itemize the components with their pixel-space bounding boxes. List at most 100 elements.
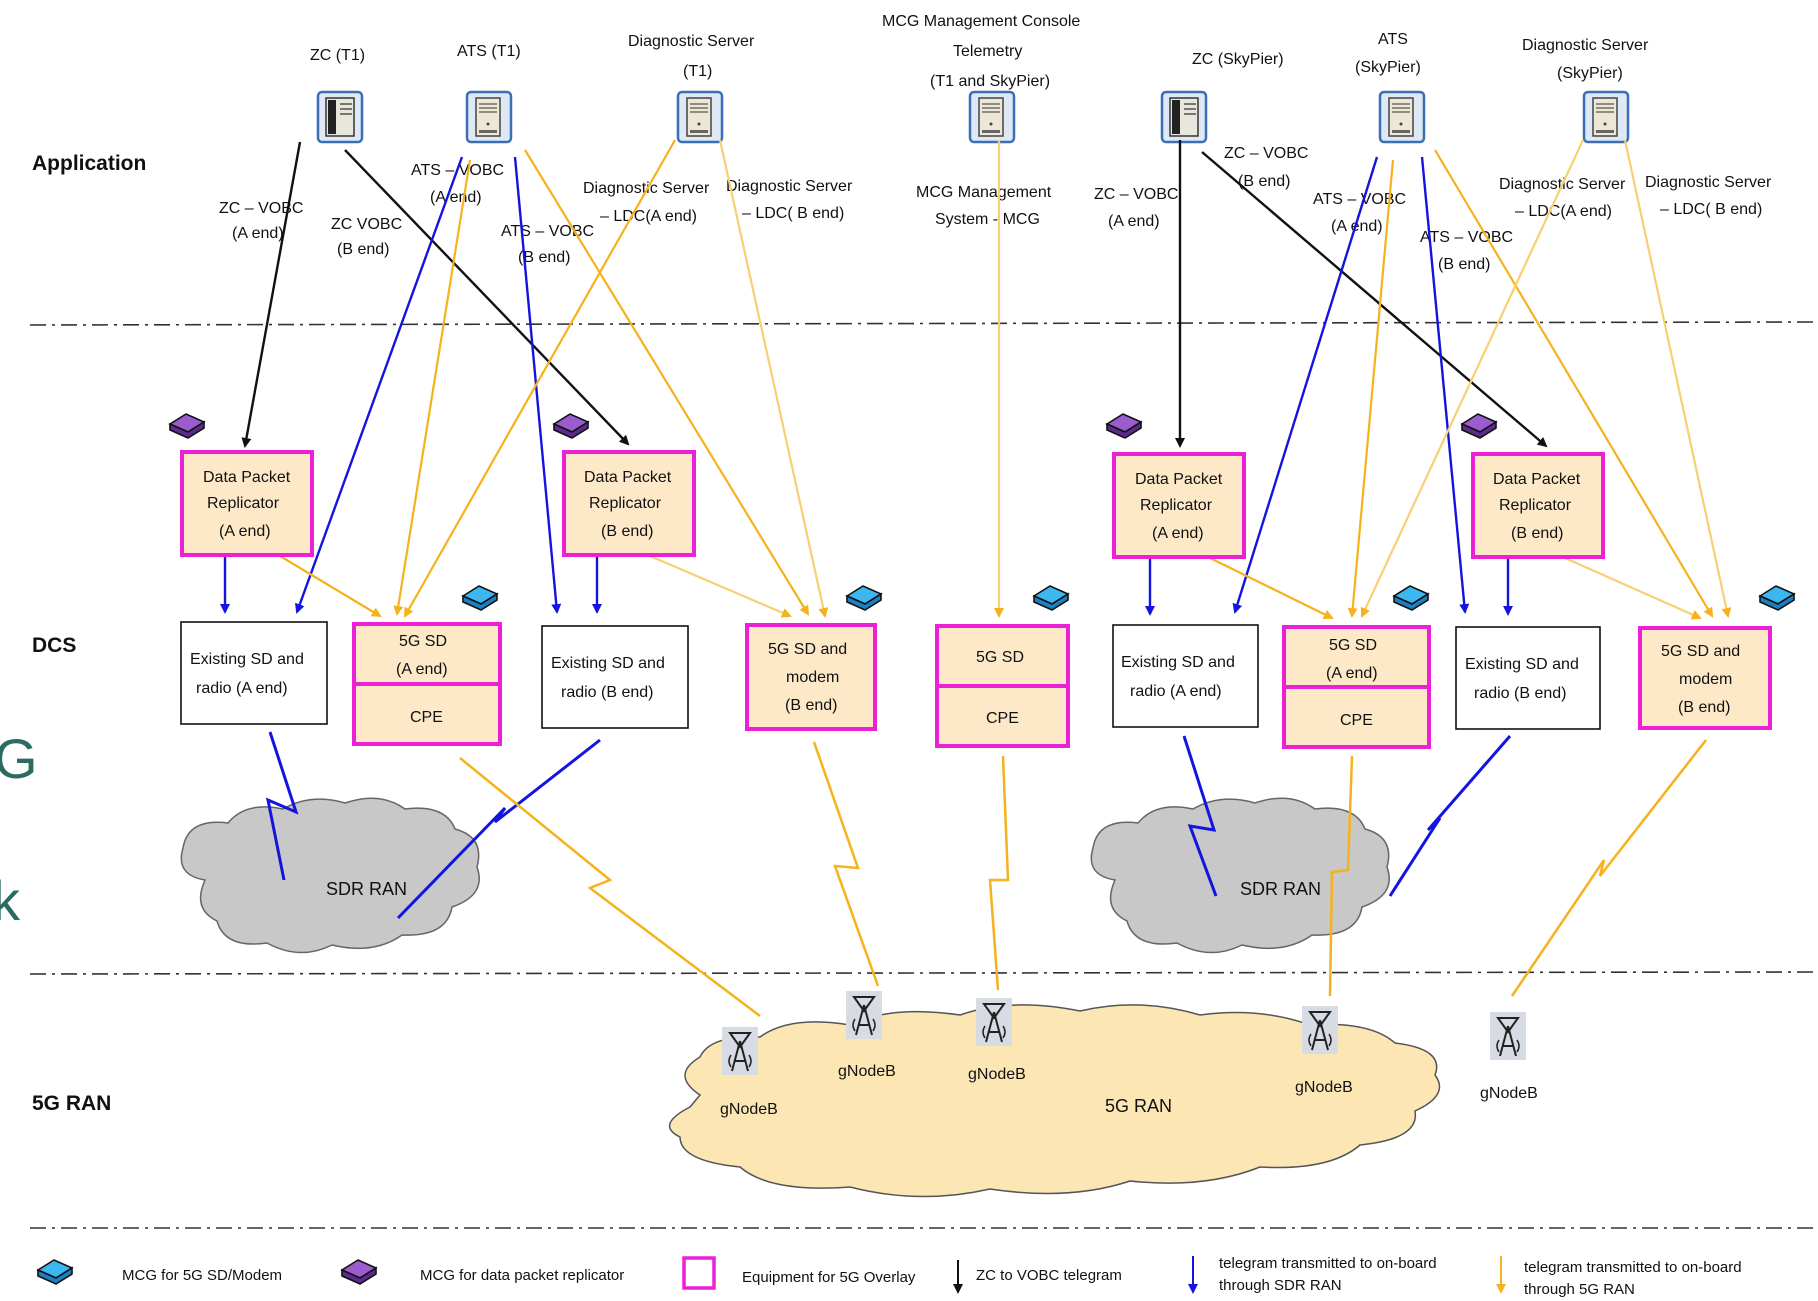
r-arrow-ats-to-5gsd-modem-b (1434, 149, 1714, 618)
mcg-cyan-icon (462, 585, 498, 611)
ats-sky-server-icon (1378, 90, 1426, 144)
r-ats-vobc-b-label-1: ATS – VOBC (1420, 229, 1513, 246)
zc-t1-title: ZC (T1) (310, 47, 365, 64)
arrow-ats-to-sd-radio-a (295, 156, 464, 614)
5gsd-a-text-1: 5G SD (399, 633, 447, 650)
gnodeb-label: gNodeB (838, 1063, 896, 1080)
arrow-dpr-a-to-5gsd-a (279, 555, 382, 618)
side-text-k: k (0, 869, 21, 932)
layer-dcs: DCS (32, 634, 76, 657)
diag-sky-title-2: (SkyPier) (1557, 65, 1623, 82)
legend-zc-vobc: ZC to VOBC telegram (976, 1267, 1122, 1284)
legend-mcg-dpr: MCG for data packet replicator (420, 1267, 624, 1284)
diag-t1-title-2: (T1) (683, 63, 712, 80)
mcg-console-title-1: MCG Management Console (882, 13, 1080, 30)
sd-radio-b-box: Existing SD and radio (B end) (541, 625, 689, 729)
mcg-console-title-2: Telemetry (953, 43, 1022, 60)
sd-radio-a-text-2: radio (A end) (196, 680, 288, 697)
zc-vobc-b-label-2: (B end) (337, 241, 389, 258)
zc-sky-server-icon (1160, 90, 1208, 144)
gnodeb-tower-icon (1301, 1005, 1339, 1055)
bolt-5g-modem-b (812, 741, 880, 987)
arrow-zc-to-dpr-a (241, 141, 302, 448)
ats-sky-title-2: (SkyPier) (1355, 59, 1421, 76)
r-bolt-sdr-a (1182, 735, 1218, 897)
diag-t1-title-1: Diagnostic Server (628, 33, 755, 50)
5gsd-cpe-mcg-box: 5G SD CPE (935, 624, 1070, 748)
gnodeb-tower-icon (975, 997, 1013, 1047)
ats-vobc-a-label-2: (A end) (430, 189, 482, 206)
gnodeb-label: gNodeB (1295, 1079, 1353, 1096)
r-5gsd-modem-b-box: 5G SD and modem (B end) (1638, 626, 1772, 730)
legend-equipment: Equipment for 5G Overlay (742, 1269, 916, 1286)
r-ats-vobc-a-label-1: ATS – VOBC (1313, 191, 1406, 208)
r-arrow-diag-to-5gsd-a (1360, 139, 1584, 618)
r-bolt-5g-a (1328, 755, 1354, 997)
r-arrow-ats-to-sd-radio-a (1232, 156, 1379, 614)
sd-radio-a-box: Existing SD and radio (A end) (180, 621, 328, 725)
bolt-sdr-b (396, 738, 601, 920)
legend-mcg-sd: MCG for 5G SD/Modem (122, 1267, 282, 1284)
gnodeb-label: gNodeB (1480, 1085, 1538, 1102)
ats-vobc-b-label-1: ATS – VOBC (501, 223, 594, 240)
gnodeb-tower-icon (721, 1026, 759, 1076)
gnodeb-label: gNodeB (968, 1066, 1026, 1083)
r-diag-ldc-b-label-2: – LDC( B end) (1660, 201, 1762, 218)
arrow-dpr-b-to-5gsd-modem-b (649, 554, 792, 618)
r-zc-vobc-b-label-2: (B end) (1238, 173, 1290, 190)
r-5gsd-a-text-1: 5G SD (1329, 637, 1377, 654)
mcg-console-server-icon (968, 90, 1016, 144)
diag-ldc-b-label-1: Diagnostic Server (726, 178, 853, 195)
r-5gsd-modem-b-text-3: (B end) (1678, 699, 1730, 716)
5gsd-mcg-text: 5G SD (976, 649, 1024, 666)
r-dpr-a-text-2: Replicator (1140, 497, 1213, 514)
ats-vobc-b-label-2: (B end) (518, 249, 570, 266)
5gsd-modem-b-text-2: modem (786, 669, 839, 686)
dpr-a-text-2: Replicator (207, 495, 280, 512)
r-zc-vobc-b-label-1: ZC – VOBC (1224, 145, 1308, 162)
r-dpr-a-box: Data Packet Replicator (A end) (1112, 452, 1246, 559)
r-arrow-dpr-b-to-5gsd-modem-b (1564, 556, 1702, 620)
r-diag-ldc-a-label-2: – LDC(A end) (1515, 203, 1612, 220)
mcg-purple-icon (1461, 413, 1497, 439)
mcg-cyan-icon (1033, 585, 1069, 611)
mcg-purple-icon (341, 1259, 377, 1285)
mcg-cyan-icon (1759, 585, 1795, 611)
r-sd-radio-a-text-1: Existing SD and (1121, 654, 1235, 671)
cpe-a-text: CPE (410, 709, 443, 726)
r-dpr-b-text-3: (B end) (1511, 525, 1563, 542)
arrow-zc-to-dpr-b (344, 149, 630, 446)
side-text-g: G (0, 727, 38, 790)
r-dpr-a-text-3: (A end) (1152, 525, 1204, 542)
r-5gsd-a-text-2: (A end) (1326, 665, 1378, 682)
layer-application: Application (32, 152, 146, 175)
arrow-ats-to-5gsd-modem-b (524, 149, 810, 616)
5gsd-modem-b-text-1: 5G SD and (768, 641, 847, 658)
mcg-sys-label-1: MCG Management (916, 184, 1052, 201)
legend-ran-1: telegram transmitted to on-board (1524, 1259, 1742, 1276)
gnodeb-tower-icon (1489, 1011, 1527, 1061)
dpr-b-text-3: (B end) (601, 523, 653, 540)
dpr-b-box: Data Packet Replicator (B end) (562, 450, 696, 557)
r-ats-vobc-b-label-2: (B end) (1438, 256, 1490, 273)
r-bolt-sdr-b (1388, 735, 1512, 897)
mcg-sys-label-2: System - MCG (935, 211, 1040, 228)
legend: MCG for 5G SD/Modem MCG for data packet … (37, 1255, 1742, 1298)
r-ats-vobc-a-label-2: (A end) (1331, 218, 1383, 235)
r-dpr-b-box: Data Packet Replicator (B end) (1471, 452, 1605, 559)
r-5gsd-modem-b-text-2: modem (1679, 671, 1732, 688)
r-bolt-5g-modem-b (1510, 739, 1707, 997)
separator-top (29, 321, 1818, 326)
mcg-purple-icon (1106, 413, 1142, 439)
diag-ldc-b-label-2: – LDC( B end) (742, 205, 844, 222)
sd-radio-b-text-1: Existing SD and (551, 655, 665, 672)
arrow-ats-to-5gsd-a (393, 159, 472, 616)
sdr-ran-cloud-right: SDR RAN (1090, 797, 1390, 954)
dpr-a-text-1: Data Packet (203, 469, 291, 486)
mcg-console-title-3: (T1 and SkyPier) (930, 73, 1050, 90)
zc-t1-server-icon (316, 90, 364, 144)
bolt-sdr-a (265, 731, 299, 881)
r-zc-vobc-a-label-1: ZC – VOBC (1094, 186, 1178, 203)
separator-mid (29, 971, 1818, 975)
cpe-mcg-text: CPE (986, 710, 1019, 727)
